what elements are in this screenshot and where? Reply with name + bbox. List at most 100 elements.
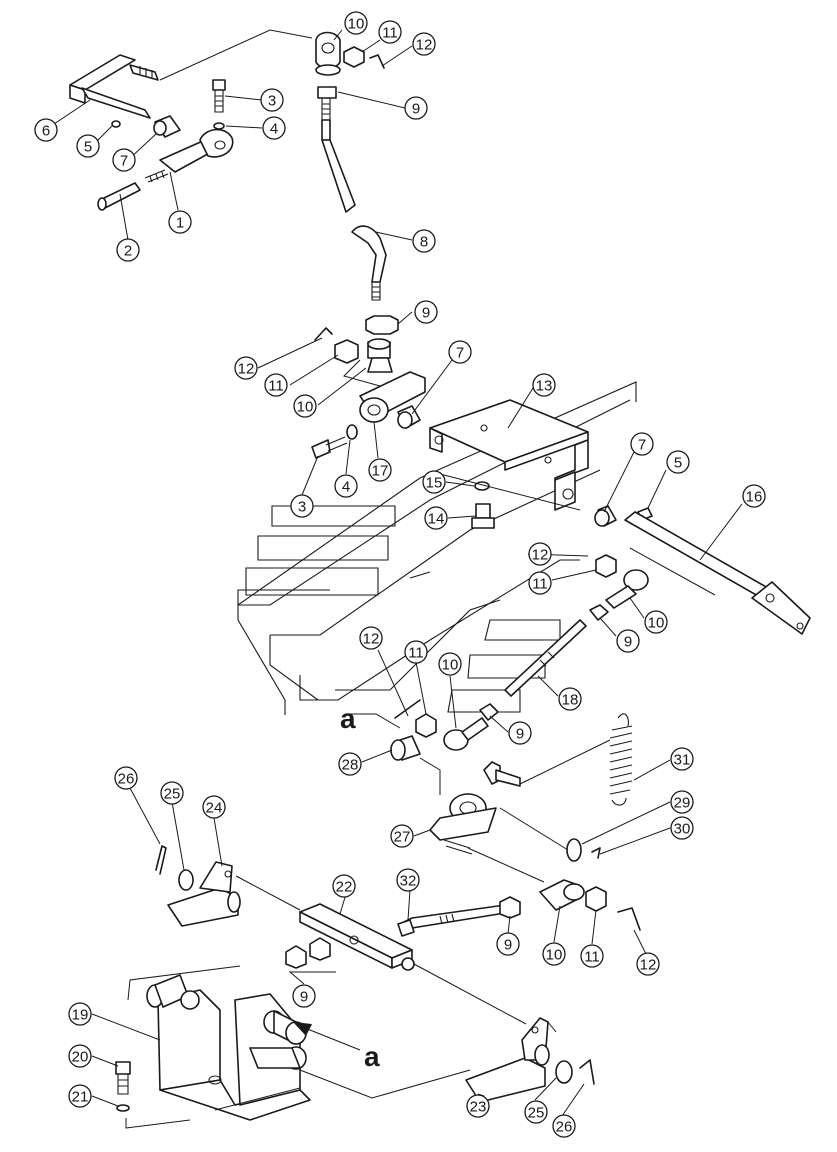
callout-circle (414, 300, 438, 324)
callout-9: 9 (508, 721, 532, 745)
callout-circle (466, 1094, 490, 1118)
callout-circle (68, 1002, 92, 1026)
callout-9: 9 (404, 96, 428, 120)
callout-circle (580, 944, 604, 968)
upper-rod (317, 86, 387, 301)
rod-32 (397, 904, 506, 937)
cotter-pin-12b (314, 327, 333, 341)
callout-circle (260, 88, 284, 112)
shift-arm (144, 128, 234, 183)
callout-5: 5 (76, 134, 100, 158)
callout-6: 6 (34, 118, 58, 142)
callout-circle (68, 1044, 92, 1068)
callout-number: 10 (348, 16, 365, 33)
cotter-pin-12e (617, 907, 641, 931)
callout-10: 10 (644, 610, 668, 634)
callout-4: 4 (262, 116, 286, 140)
callout-number: 9 (624, 634, 632, 651)
callout-number: 21 (72, 1089, 89, 1106)
pin-30 (591, 847, 601, 859)
callout-28: 28 (338, 752, 362, 776)
pin-26b (579, 1059, 595, 1085)
callout-circle (334, 474, 358, 498)
upper-pedal-shaft (69, 54, 159, 119)
callout-25: 25 (524, 1100, 548, 1124)
callout-circle (508, 721, 532, 745)
callout-number: 8 (420, 234, 428, 251)
callout-19: 19 (68, 1002, 92, 1026)
bolt-20 (115, 1061, 131, 1095)
callout-circle (338, 752, 362, 776)
callout-31: 31 (670, 747, 694, 771)
callout-number: 30 (674, 821, 691, 838)
callout-number: 12 (640, 957, 657, 974)
callout-25: 25 (160, 781, 184, 805)
arrow-shaft (299, 1025, 361, 1051)
pedal-24 (167, 861, 241, 927)
callout-number: 9 (422, 305, 430, 322)
callout-7: 7 (448, 340, 472, 364)
callout-number: 28 (342, 757, 359, 774)
washer-25b (555, 1060, 573, 1084)
callout-number: 9 (300, 989, 308, 1006)
reference-letter-a: a (340, 703, 356, 734)
callout-10: 10 (293, 394, 317, 418)
callout-number: 20 (72, 1049, 89, 1066)
callout-3: 3 (260, 88, 284, 112)
callout-11: 11 (580, 944, 604, 968)
callout-circle (404, 96, 428, 120)
bracket-13 (429, 399, 589, 511)
pin-26a (155, 845, 167, 875)
callout-13: 13 (532, 373, 556, 397)
rod-end-10a (315, 31, 341, 76)
callout-number: 13 (536, 378, 553, 395)
callout-number: 11 (382, 25, 398, 42)
rod-end-10d (443, 717, 489, 751)
callout-number: 29 (674, 795, 691, 812)
callout-circle (76, 134, 100, 158)
callout-circle (264, 373, 288, 397)
callout-number: 18 (562, 692, 579, 709)
callout-circle (396, 868, 420, 892)
pin-5a (111, 120, 121, 128)
callout-number: 3 (298, 499, 306, 516)
arm-27 (429, 761, 521, 855)
callout-number: 23 (470, 1099, 487, 1116)
callout-number: 14 (428, 511, 445, 528)
callout-number: 11 (268, 378, 284, 395)
callout-9: 9 (616, 629, 640, 653)
callout-circle (552, 1114, 576, 1138)
rod-end-10e (539, 879, 585, 911)
callout-circle (234, 356, 258, 380)
callout-circle (636, 952, 660, 976)
callout-circle (438, 652, 462, 676)
callout-circle (524, 1100, 548, 1124)
callout-number: 9 (504, 937, 512, 954)
callout-11: 11 (378, 20, 402, 44)
bolt-14 (471, 503, 495, 529)
callout-circle (424, 506, 448, 530)
callout-number: 22 (336, 879, 353, 896)
callout-2: 2 (116, 238, 140, 262)
pedal-23 (465, 1017, 550, 1103)
callout-circle (670, 816, 694, 840)
callout-number: 7 (456, 345, 464, 362)
nut-11a (343, 46, 365, 68)
nut-11c (595, 554, 617, 578)
callout-number: 11 (532, 576, 548, 593)
callout-1: 1 (168, 210, 192, 234)
collar-7c (594, 505, 617, 527)
callout-number: 11 (408, 645, 424, 662)
callout-circle (448, 340, 472, 364)
callout-29: 29 (670, 790, 694, 814)
callout-number: 4 (270, 121, 278, 138)
nut-9b (365, 315, 399, 335)
callout-16: 16 (742, 484, 766, 508)
callout-circle (344, 11, 368, 35)
callout-circle (542, 942, 566, 966)
callout-circle (558, 687, 582, 711)
callout-10: 10 (344, 11, 368, 35)
callout-number: 7 (120, 153, 128, 170)
callout-number: 5 (674, 455, 682, 472)
